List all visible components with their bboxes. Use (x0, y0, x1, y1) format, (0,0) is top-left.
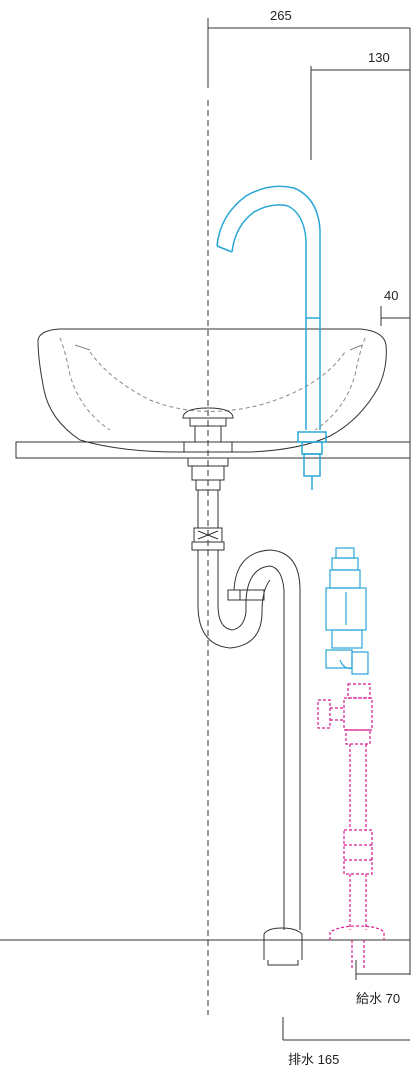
dimension-130-label: 130 (368, 50, 390, 65)
p-trap (197, 549, 301, 930)
dimension-265-label: 265 (270, 8, 292, 23)
dimension-supply (355, 960, 410, 980)
angle-valve (317, 683, 385, 968)
dimension-40 (380, 306, 410, 326)
dimension-supply-label: 給水 70 (356, 991, 400, 1006)
dimension-265 (207, 18, 410, 88)
tailpiece (191, 490, 225, 605)
drain-escutcheon (263, 927, 303, 966)
vessel-basin (37, 328, 387, 453)
counter-top (15, 441, 411, 459)
dimension-40-label: 40 (384, 288, 398, 303)
dimension-drain-label: 排水 165 (288, 1052, 339, 1067)
stop-valve (325, 547, 369, 675)
drain-popup (182, 407, 234, 491)
dimension-130 (310, 66, 410, 160)
faucet-spout (216, 185, 327, 490)
dimension-drain (282, 1017, 410, 1041)
